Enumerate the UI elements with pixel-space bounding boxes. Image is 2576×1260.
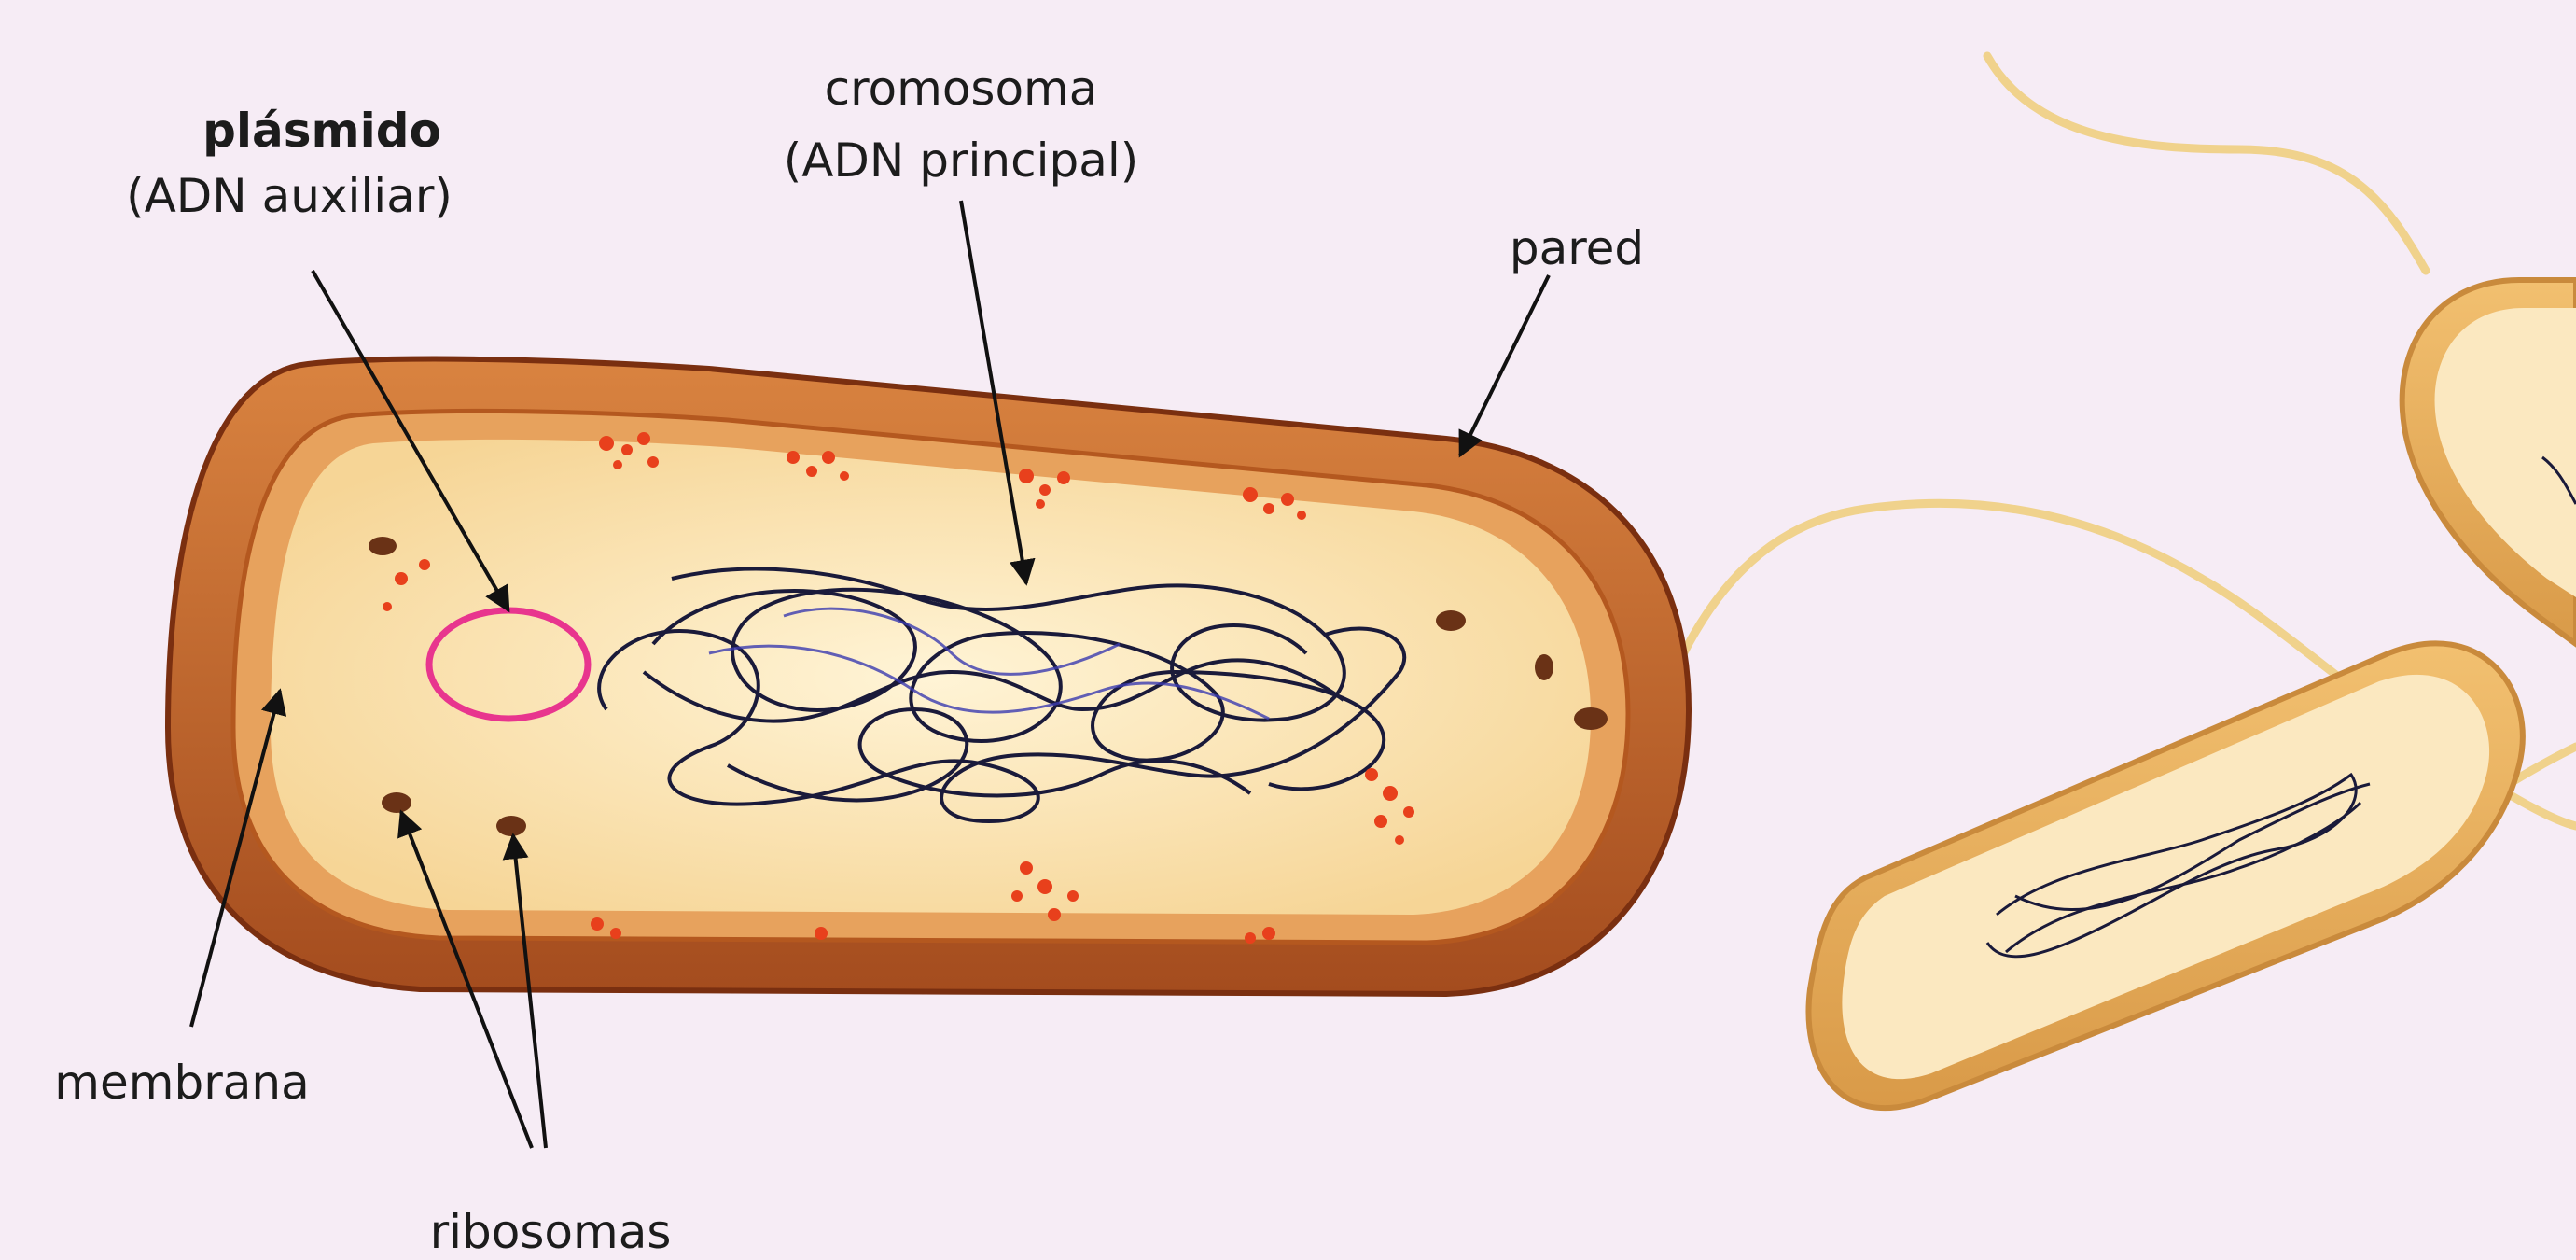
chromosome-label: cromosoma xyxy=(774,61,1148,117)
wall-arrow xyxy=(1460,275,1549,455)
partial-bacterium xyxy=(2402,280,2576,644)
plasmid-label: plásmido xyxy=(149,103,494,159)
plasmid-desc-label: (ADN auxiliar) xyxy=(84,168,494,224)
small-bacterium xyxy=(1809,643,2523,1108)
chromosome-desc-label: (ADN principal) xyxy=(728,133,1194,189)
flagellum-top xyxy=(1987,56,2426,271)
ribosomes-label: ribosomas xyxy=(401,1204,700,1260)
cytoplasm xyxy=(271,440,1591,915)
wall-label: pared xyxy=(1483,220,1670,276)
membrane-label: membrana xyxy=(28,1055,336,1111)
